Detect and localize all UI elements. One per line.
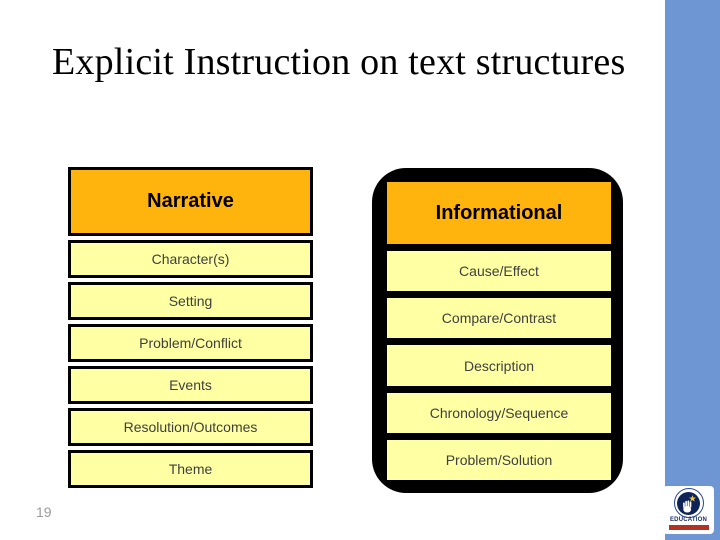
page-number: 19 xyxy=(36,504,52,520)
seal-inner-disc xyxy=(677,491,700,515)
narrative-item: Resolution/Outcomes xyxy=(68,408,313,446)
informational-item: Chronology/Sequence xyxy=(387,392,611,433)
star-icon xyxy=(689,494,696,502)
hand-icon xyxy=(683,499,692,513)
slide-title: Explicit Instruction on text structures xyxy=(52,41,626,83)
informational-panel: Informational Cause/Effect Compare/Contr… xyxy=(372,168,623,493)
informational-header: Informational xyxy=(387,182,611,244)
informational-item: Compare/Contrast xyxy=(387,298,611,339)
informational-item: Cause/Effect xyxy=(387,251,611,292)
education-logo: EDUCATION xyxy=(663,486,714,534)
narrative-item: Setting xyxy=(68,282,313,320)
narrative-item: Problem/Conflict xyxy=(68,324,313,362)
narrative-item: Theme xyxy=(68,450,313,488)
narrative-table: Narrative Character(s) Setting Problem/C… xyxy=(68,167,313,488)
right-sidebar-bar xyxy=(665,0,720,540)
narrative-header: Narrative xyxy=(68,167,313,236)
education-logo-label: EDUCATION xyxy=(669,517,708,523)
education-seal-icon xyxy=(673,488,704,518)
narrative-item: Character(s) xyxy=(68,240,313,278)
education-logo-red-band xyxy=(668,525,709,530)
informational-item: Problem/Solution xyxy=(387,439,611,481)
narrative-item: Events xyxy=(68,366,313,404)
informational-item: Description xyxy=(387,345,611,386)
